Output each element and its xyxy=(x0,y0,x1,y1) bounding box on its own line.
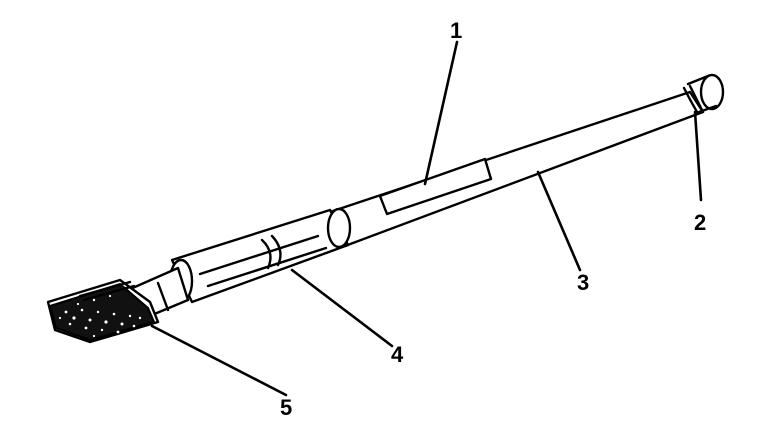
callout-number-1: 1 xyxy=(450,18,462,43)
callout-number-4: 4 xyxy=(391,342,404,367)
end-cap xyxy=(682,73,725,114)
shaft xyxy=(328,90,705,248)
callout-number-3: 3 xyxy=(577,270,589,295)
leader-line-1 xyxy=(423,40,459,186)
handle-sleeve xyxy=(168,207,352,304)
leader-line-2 xyxy=(693,110,703,202)
label-plate xyxy=(378,157,493,216)
callout-number-2: 2 xyxy=(694,210,706,235)
leader-line-5 xyxy=(150,324,288,397)
callout-number-5: 5 xyxy=(280,395,292,420)
leader-line-3 xyxy=(536,170,582,272)
leader-line-4 xyxy=(290,268,394,348)
brush-head xyxy=(46,278,160,344)
